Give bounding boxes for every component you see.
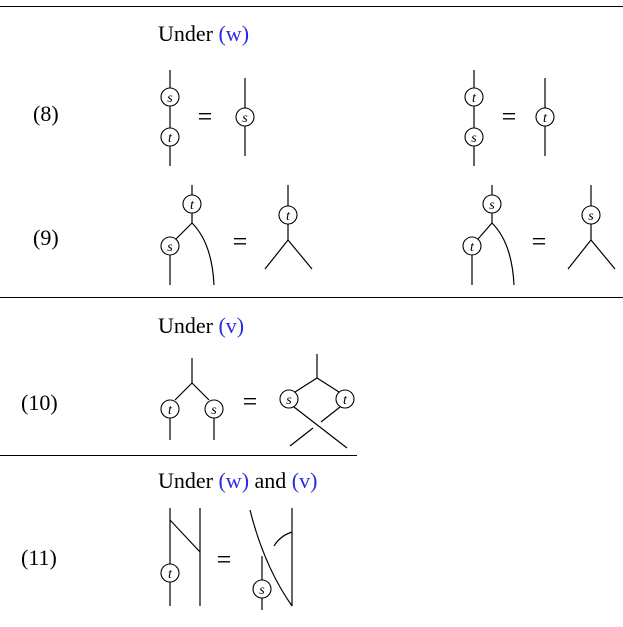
reference-link-w[interactable]: (w)	[218, 468, 250, 493]
svg-text:s: s	[588, 209, 594, 224]
svg-text:s: s	[286, 393, 292, 408]
svg-text:t: t	[543, 111, 548, 126]
svg-text:=: =	[198, 102, 213, 131]
reference-link-v[interactable]: (v)	[291, 468, 318, 493]
equation-number-9: (9)	[33, 225, 59, 250]
svg-text:t: t	[470, 240, 475, 255]
svg-text:=: =	[502, 102, 517, 131]
equation-number-10: (10)	[21, 390, 58, 415]
section-heading-w-and-v: Under (w) and (v)	[158, 468, 318, 493]
svg-text:s: s	[242, 111, 248, 126]
section-rule-2	[0, 455, 357, 456]
svg-text:s: s	[259, 583, 265, 598]
section-heading-w: Under (w)	[158, 21, 250, 46]
svg-text:s: s	[211, 403, 217, 418]
diagram-11: t = s	[160, 508, 293, 610]
svg-text:s: s	[167, 91, 173, 106]
svg-text:t: t	[472, 91, 477, 106]
svg-text:t: t	[168, 567, 173, 582]
svg-text:s: s	[167, 240, 173, 255]
diagram-8-right: t s = t	[464, 70, 555, 166]
svg-text:t: t	[190, 198, 195, 213]
svg-text:=: =	[243, 387, 258, 416]
diagram-9-right: s t = s	[462, 185, 616, 286]
diagram-8-left: s t = s	[160, 70, 255, 166]
reference-link-v[interactable]: (v)	[218, 313, 245, 338]
svg-text:t: t	[343, 393, 348, 408]
equation-number-11: (11)	[21, 545, 57, 570]
svg-text:t: t	[286, 209, 291, 224]
svg-text:t: t	[168, 131, 173, 146]
node-t	[335, 389, 355, 409]
reference-link-w[interactable]: (w)	[218, 21, 250, 46]
diagram-10: t s = s t	[160, 354, 355, 449]
node-s	[279, 389, 299, 409]
top-rule	[0, 6, 623, 7]
equation-number-8: (8)	[33, 101, 59, 126]
svg-text:t: t	[168, 403, 173, 418]
section-heading-v: Under (v)	[158, 313, 245, 338]
svg-text:=: =	[532, 227, 547, 256]
svg-text:=: =	[233, 227, 248, 256]
diagram-9-left: t s = t	[160, 185, 313, 286]
svg-text:s: s	[489, 198, 495, 213]
section-rule-1	[0, 297, 623, 298]
svg-text:=: =	[217, 545, 232, 574]
svg-text:s: s	[471, 131, 477, 146]
